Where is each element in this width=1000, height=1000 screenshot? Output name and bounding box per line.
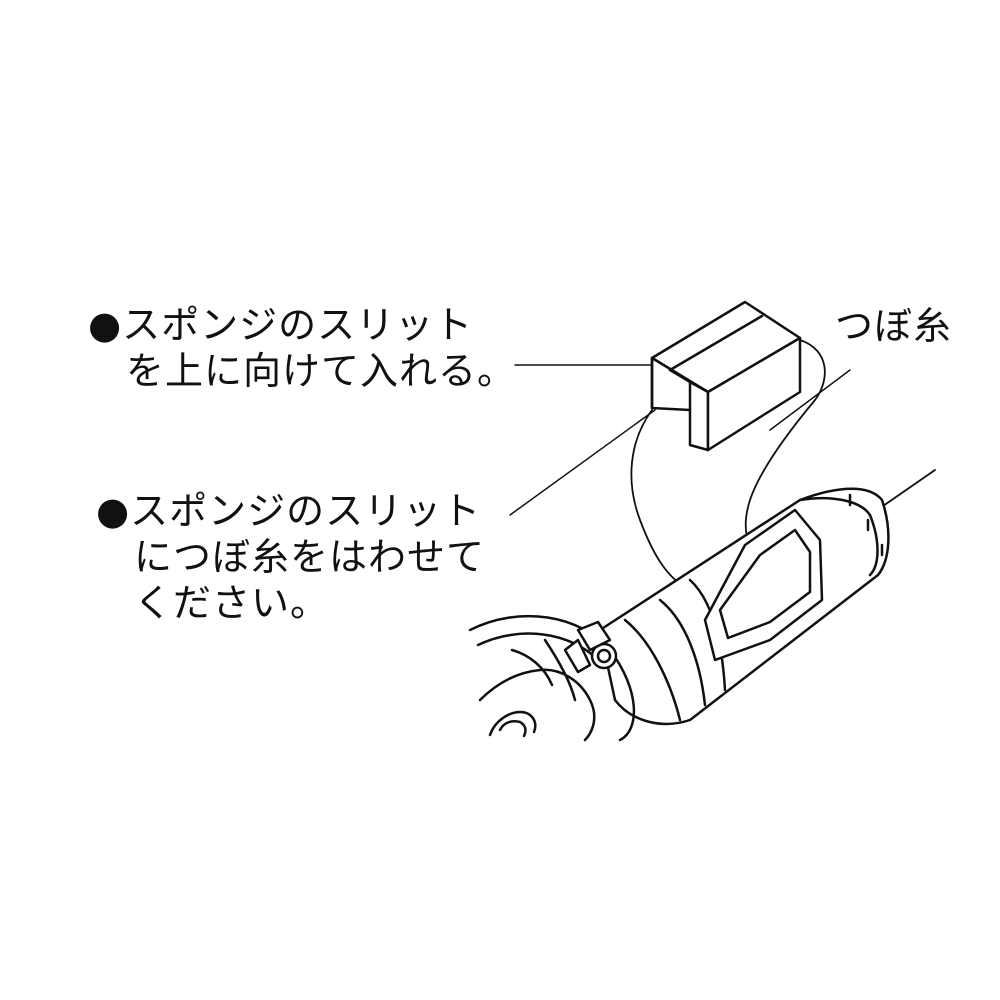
spool-frame <box>468 614 636 742</box>
note-thread-in-slit: ●スポンジのスリット につぼ糸をはわせて ください。 <box>96 488 485 626</box>
leader-line-thread <box>769 369 851 431</box>
bullet-icon: ● <box>96 489 131 533</box>
note2-line2: につぼ糸をはわせて <box>134 535 486 579</box>
leader-line-note2 <box>509 409 656 516</box>
sponge-icon <box>650 300 802 452</box>
note2-line1: スポンジのスリット <box>130 489 482 533</box>
reel-body <box>598 487 890 726</box>
note2-line3: ください。 <box>134 581 330 625</box>
note1-line1: スポンジのスリット <box>122 303 474 347</box>
thread-label: つぼ糸 <box>835 304 953 348</box>
bullet-icon: ● <box>88 303 123 347</box>
note-sponge-slit-up: ●スポンジのスリット を上に向けて入れる。 <box>88 302 516 394</box>
note1-line2: を上に向けて入れる。 <box>126 349 517 393</box>
